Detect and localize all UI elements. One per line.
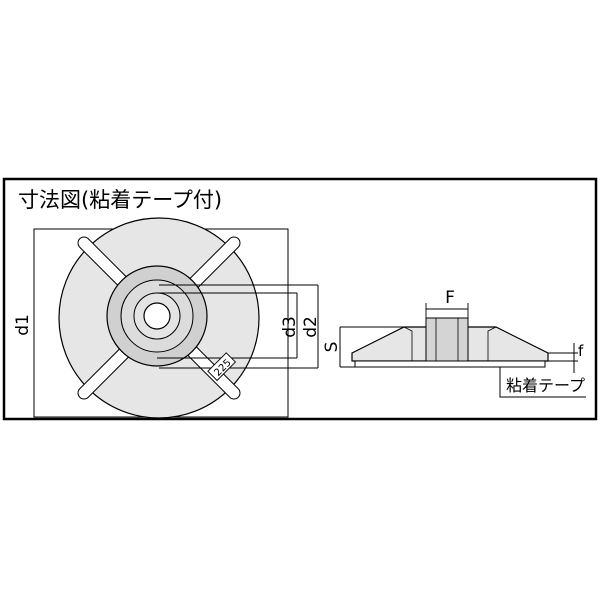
adhesive-tape-layer [354,360,546,368]
s-label: S [322,342,342,353]
top-view: d1 d2 d3 225 [13,217,321,419]
angle-note-box [207,352,237,382]
drawing-canvas: 寸法図(粘着テープ付) d1 d2 d3 [2,177,598,421]
dimension-drawing-panel: 寸法図(粘着テープ付) d1 d2 d3 [0,175,600,425]
d2-label: d2 [301,316,321,338]
tape-callout-leader [499,367,586,398]
flange-step-left [403,326,413,361]
d1-label: d1 [13,314,33,336]
tape-callout-label: 粘着テープ [506,376,585,395]
f-small-label: f [578,342,584,360]
side-view: S F f 粘着テープ [322,288,586,398]
panel-border [2,177,598,421]
center-hole [143,302,171,330]
d3-label: d3 [280,316,300,338]
flange-step-right [487,326,497,361]
f-label: F [445,288,455,308]
hub-boss [425,317,469,362]
diagram-title: 寸法図(粘着テープ付) [18,188,222,212]
